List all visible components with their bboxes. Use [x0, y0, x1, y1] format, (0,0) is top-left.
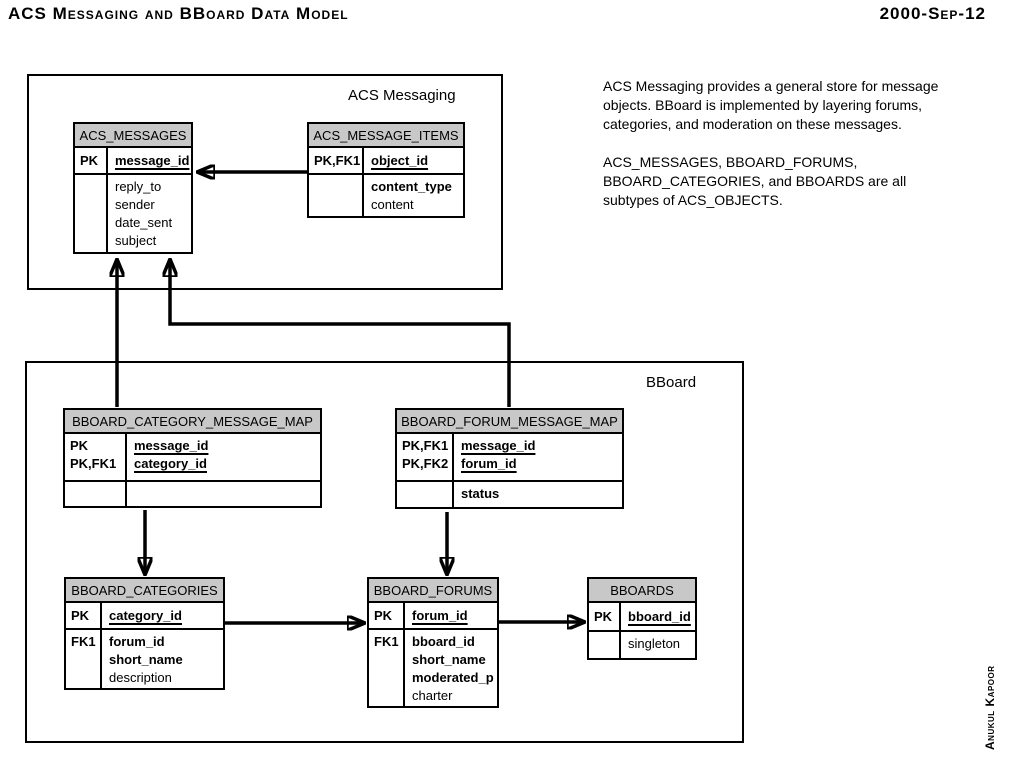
entity-title: BBOARD_FORUMS: [369, 579, 497, 603]
entity-title: ACS_MESSAGES: [75, 124, 191, 148]
key-label: PK: [80, 152, 99, 168]
entity-title: BBOARD_CATEGORY_MESSAGE_MAP: [65, 410, 320, 434]
attr-field: subject: [115, 233, 157, 248]
attr-field: content_type: [371, 179, 452, 194]
notes-paragraph: ACS Messaging provides a general store f…: [603, 78, 939, 132]
author-credit: Anukul Kapoor: [983, 665, 997, 751]
entity-title: BBOARD_FORUM_MESSAGE_MAP: [397, 410, 622, 434]
key-label: FK1: [374, 634, 399, 649]
pk-field: category_id: [134, 456, 207, 471]
acs-messaging-group-label: ACS Messaging: [348, 87, 456, 104]
pk-row: PK message_id: [75, 148, 191, 173]
attr-field: forum_id: [109, 634, 165, 649]
entity-bboard-category-message-map: BBOARD_CATEGORY_MESSAGE_MAP PK PK,FK1 me…: [63, 408, 322, 508]
pk-field: message_id: [461, 438, 536, 453]
attr-field: singleton: [628, 636, 681, 651]
attr-row: content_type content: [309, 173, 463, 216]
attr-field: reply_to: [115, 179, 162, 194]
entity-title: ACS_MESSAGE_ITEMS: [309, 124, 463, 148]
attr-row: FK1 forum_id short_name description: [66, 628, 223, 688]
attr-field: status: [461, 486, 500, 501]
attr-row: FK1 bboard_id short_name moderated_p cha…: [369, 628, 497, 706]
key-label: FK1: [71, 634, 96, 649]
key-label: PK: [70, 438, 89, 453]
pk-row: PK category_id: [66, 603, 223, 628]
notes-paragraph: ACS_MESSAGES, BBOARD_FORUMS, BBOARD_CATE…: [603, 154, 907, 208]
bboard-group-box: [25, 361, 744, 743]
pk-field: category_id: [109, 607, 182, 623]
page-title: ACS Messaging and BBoard Data Model: [8, 4, 349, 23]
key-label: PK: [374, 607, 393, 623]
attr-field: sender: [115, 197, 155, 212]
attr-field: charter: [412, 688, 453, 703]
arrow-forummap-to-messages: [170, 260, 511, 407]
entity-title: BBOARD_CATEGORIES: [66, 579, 223, 603]
entity-bboard-forum-message-map: BBOARD_FORUM_MESSAGE_MAP PK,FK1 PK,FK2 m…: [395, 408, 624, 509]
attr-field: description: [109, 670, 172, 685]
key-label: PK: [594, 608, 613, 624]
key-label: PK,FK1: [314, 152, 361, 168]
pk-field: message_id: [134, 438, 209, 453]
pk-field: message_id: [115, 152, 190, 168]
pk-row: PK PK,FK1 message_id category_id: [65, 434, 320, 480]
entity-bboard-categories: BBOARD_CATEGORIES PK category_id FK1 for…: [64, 577, 225, 690]
pk-row: PK,FK1 PK,FK2 message_id forum_id: [397, 434, 622, 480]
attr-row: status: [397, 480, 622, 507]
notes-text: ACS Messaging provides a general store f…: [603, 77, 948, 210]
pk-field: bboard_id: [628, 608, 691, 624]
entity-bboards: BBOARDS PK bboard_id singleton: [587, 577, 697, 660]
attr-row: reply_to sender date_sent subject: [75, 173, 191, 252]
entity-bboard-forums: BBOARD_FORUMS PK forum_id FK1 bboard_id …: [367, 577, 499, 708]
key-label: PK,FK2: [402, 456, 449, 471]
pk-row: PK bboard_id: [589, 603, 695, 630]
key-label: PK,FK1: [70, 456, 117, 471]
attr-row: [65, 480, 320, 506]
attr-field: short_name: [109, 652, 183, 667]
pk-field: object_id: [371, 152, 429, 168]
attr-row: singleton: [589, 630, 695, 658]
entity-acs-messages: ACS_MESSAGES PK message_id reply_to send…: [73, 122, 193, 254]
attr-field: content: [371, 197, 414, 212]
attr-field: bboard_id: [412, 634, 475, 649]
key-label: PK,FK1: [402, 438, 449, 453]
acs-messaging-group-box: [27, 74, 503, 290]
attr-field: short_name: [412, 652, 486, 667]
bboard-group-label: BBoard: [646, 374, 697, 391]
pk-field: forum_id: [461, 456, 517, 471]
attr-field: moderated_p: [412, 670, 494, 685]
key-label: PK: [71, 607, 90, 623]
pk-row: PK,FK1 object_id: [309, 148, 463, 173]
attr-field: date_sent: [115, 215, 173, 230]
date-label: 2000-Sep-12: [879, 4, 986, 23]
pk-field: forum_id: [412, 607, 468, 623]
entity-title: BBOARDS: [589, 579, 695, 603]
pk-row: PK forum_id: [369, 603, 497, 628]
entity-acs-message-items: ACS_MESSAGE_ITEMS PK,FK1 object_id conte…: [307, 122, 465, 218]
